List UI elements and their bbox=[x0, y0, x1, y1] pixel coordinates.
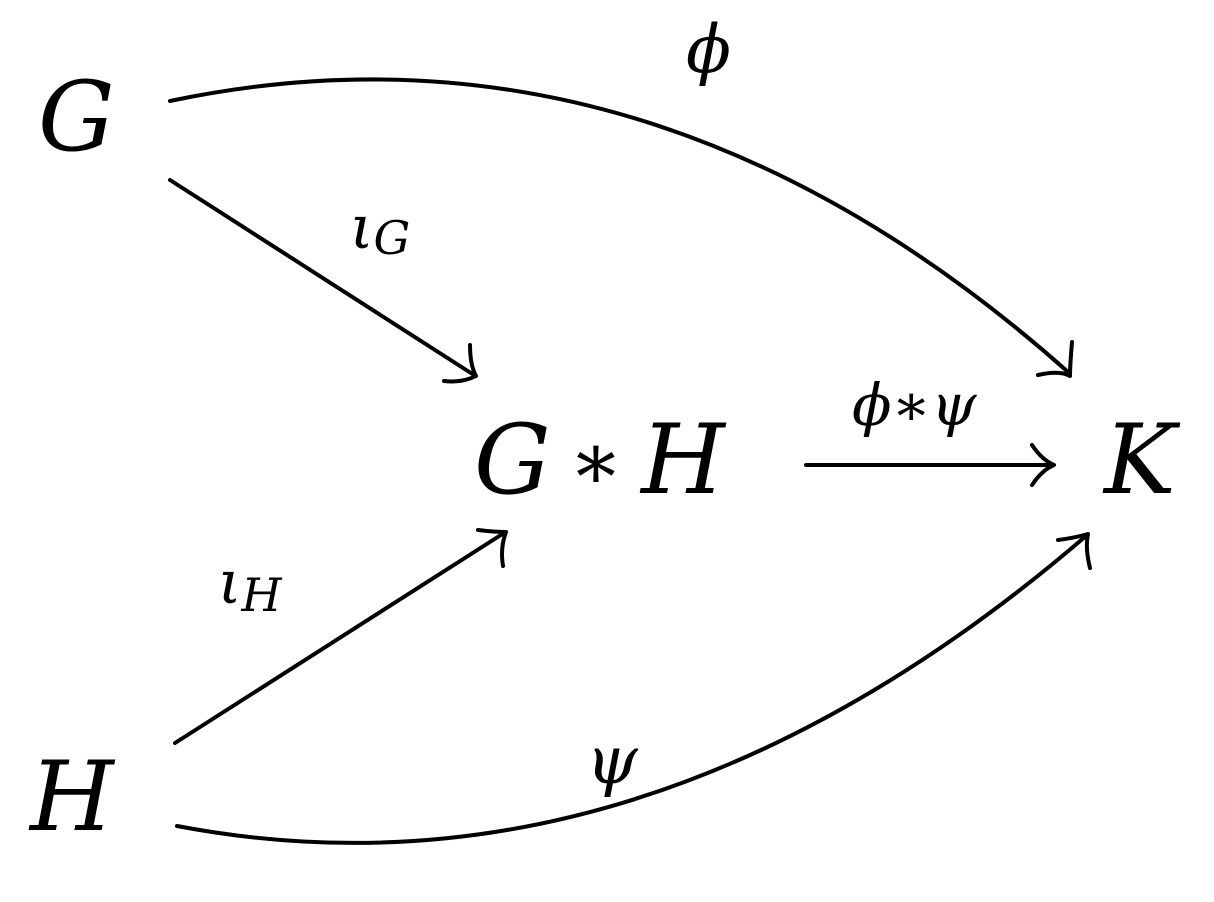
edge-iota-h-arrowhead bbox=[476, 528, 508, 568]
node-free-product-left: G bbox=[474, 404, 551, 516]
label-phi-star-psi: ϕ∗ψ bbox=[852, 371, 977, 439]
label-phi: ϕ bbox=[686, 11, 731, 88]
edge-phi bbox=[168, 77, 1074, 378]
edge-phi-star-psi-arrowhead bbox=[1030, 443, 1056, 487]
label-psi: ψ bbox=[586, 722, 639, 799]
edge-phi-star-psi bbox=[804, 443, 1056, 487]
edge-iota-g bbox=[168, 178, 478, 384]
edge-iota-g-line bbox=[168, 178, 476, 377]
node-free-product: G∗H bbox=[474, 404, 727, 516]
edge-iota-h bbox=[173, 528, 508, 745]
label-iota-h: ιH bbox=[218, 548, 283, 622]
label-phi-star-psi-right: ψ bbox=[931, 371, 977, 439]
label-iota-g-subscript: G bbox=[374, 211, 411, 265]
label-iota-g-symbol: ι bbox=[350, 193, 374, 263]
label-iota-h-subscript: H bbox=[241, 568, 283, 622]
node-g: G bbox=[38, 61, 115, 173]
label-phi-star-psi-op: ∗ bbox=[892, 371, 931, 439]
edge-iota-g-arrowhead bbox=[442, 343, 478, 384]
edge-phi-line bbox=[168, 77, 1070, 374]
edge-psi bbox=[175, 532, 1092, 845]
edge-iota-h-line bbox=[173, 531, 506, 745]
node-free-product-op: ∗ bbox=[569, 415, 623, 508]
label-iota-h-symbol: ι bbox=[218, 548, 242, 618]
node-free-product-right: H bbox=[639, 404, 727, 516]
edge-phi-arrowhead bbox=[1036, 340, 1074, 378]
node-h: H bbox=[28, 741, 116, 853]
node-k: K bbox=[1102, 404, 1181, 516]
label-iota-g: ιG bbox=[350, 193, 410, 265]
label-phi-star-psi-left: ϕ bbox=[852, 371, 892, 439]
edge-psi-arrowhead bbox=[1056, 532, 1092, 570]
edge-psi-line bbox=[175, 534, 1088, 845]
